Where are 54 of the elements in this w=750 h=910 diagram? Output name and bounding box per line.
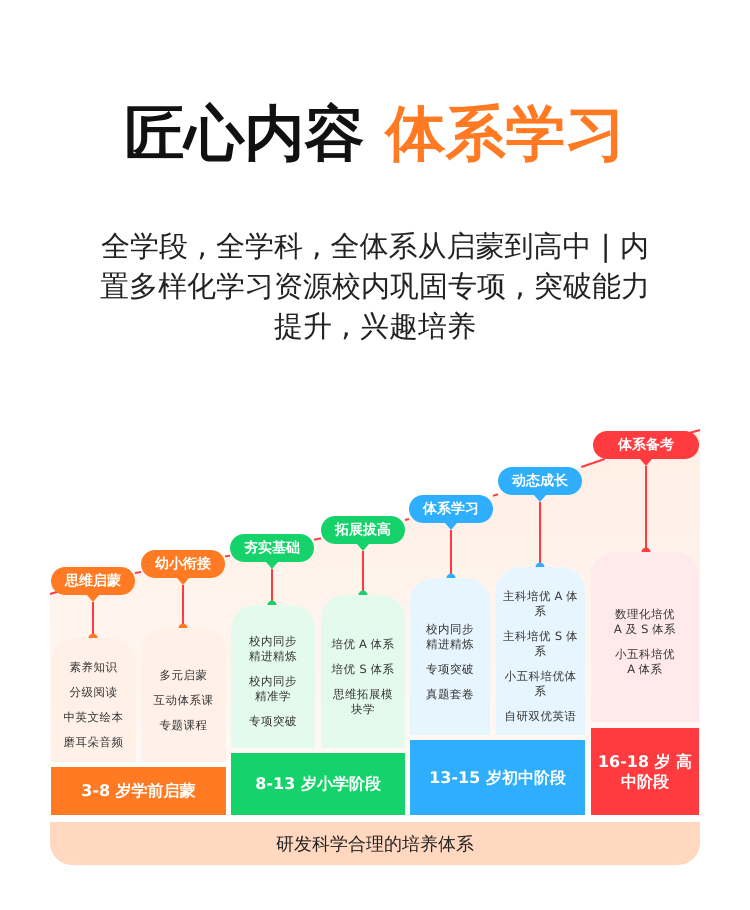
- stage-tag: 拓展拔高: [321, 516, 405, 551]
- list-item: 中英文绘本: [64, 710, 124, 725]
- stage-banner-text: 13-15 岁初中阶段: [429, 768, 566, 788]
- list-item: 磨耳朵音频: [64, 735, 124, 750]
- list-item: 专项突破: [426, 662, 474, 676]
- content-card: [141, 628, 226, 762]
- list-item: 数理化培优 A 及 S 体系: [612, 607, 678, 637]
- timeline-line: [492, 493, 498, 497]
- content-card: [496, 567, 585, 735]
- stage-tag: 夯实基础: [230, 534, 314, 569]
- timeline-line: [134, 570, 142, 574]
- stage-tag: 动态成长: [498, 467, 582, 502]
- timeline-line: [404, 518, 410, 521]
- subtitle-text: 全学段 , 全学科 , 全体系从启蒙到高中 | 内置多样化学习资源校内巩固专项 , 突破能力提升 , 兴趣培养: [100, 228, 650, 345]
- foundation-bar: [50, 822, 700, 865]
- content-card: [321, 595, 405, 748]
- content-card: [231, 605, 315, 748]
- list-item: 思维拓展模块学: [332, 686, 394, 716]
- list-item: 主科培优 S 体系: [502, 628, 578, 658]
- stage-banner: [51, 767, 226, 815]
- stage-banner-text: 3-8 岁学前启蒙: [81, 781, 196, 801]
- content-card: [410, 578, 490, 735]
- stage-tag: 幼小衔接: [141, 550, 225, 585]
- list-item: 主科培优 A 体系: [502, 588, 578, 618]
- list-item: 专题课程: [160, 718, 208, 732]
- stage-tag: 思维启蒙: [51, 567, 135, 602]
- list-item: 自研双优英语: [504, 708, 576, 724]
- list-item: 素养知识: [70, 660, 118, 675]
- stage-banner-text: 8-13 岁小学阶段: [255, 774, 381, 794]
- list-item: 小五科培优 A 体系: [614, 647, 676, 677]
- stage-banner: [410, 740, 585, 815]
- list-item: 专项突破: [249, 714, 297, 729]
- stage-banner-text: 16-18 岁 高中阶段: [596, 752, 694, 792]
- list-item: 分级阅读: [70, 685, 118, 700]
- list-item: 培优 S 体系: [332, 662, 394, 676]
- list-item: 小五科培优体系: [503, 668, 578, 698]
- timeline-line: [580, 458, 606, 468]
- list-item: 真题套卷: [426, 686, 474, 702]
- list-item: 校内同步精进精炼: [248, 634, 298, 664]
- timeline-line: [314, 537, 322, 541]
- content-card: [591, 552, 699, 722]
- content-card: [51, 638, 136, 762]
- list-item: 培优 A 体系: [331, 636, 395, 652]
- list-item: 校内同步精准学: [248, 674, 298, 704]
- list-item: 多元启蒙: [160, 668, 208, 682]
- stage-banner: [231, 753, 405, 815]
- stage-tag: 体系学习: [409, 495, 493, 530]
- foundation-text: 研发科学合理的培养体系: [276, 832, 474, 856]
- list-item: 互动体系课: [154, 692, 214, 708]
- title: 匠心内容 体系学习: [124, 98, 626, 171]
- timeline-line: [224, 554, 230, 558]
- stage-tag: 体系备考: [593, 431, 699, 466]
- list-item: 校内同步精进精炼: [425, 622, 475, 652]
- stage-banner: [591, 728, 699, 815]
